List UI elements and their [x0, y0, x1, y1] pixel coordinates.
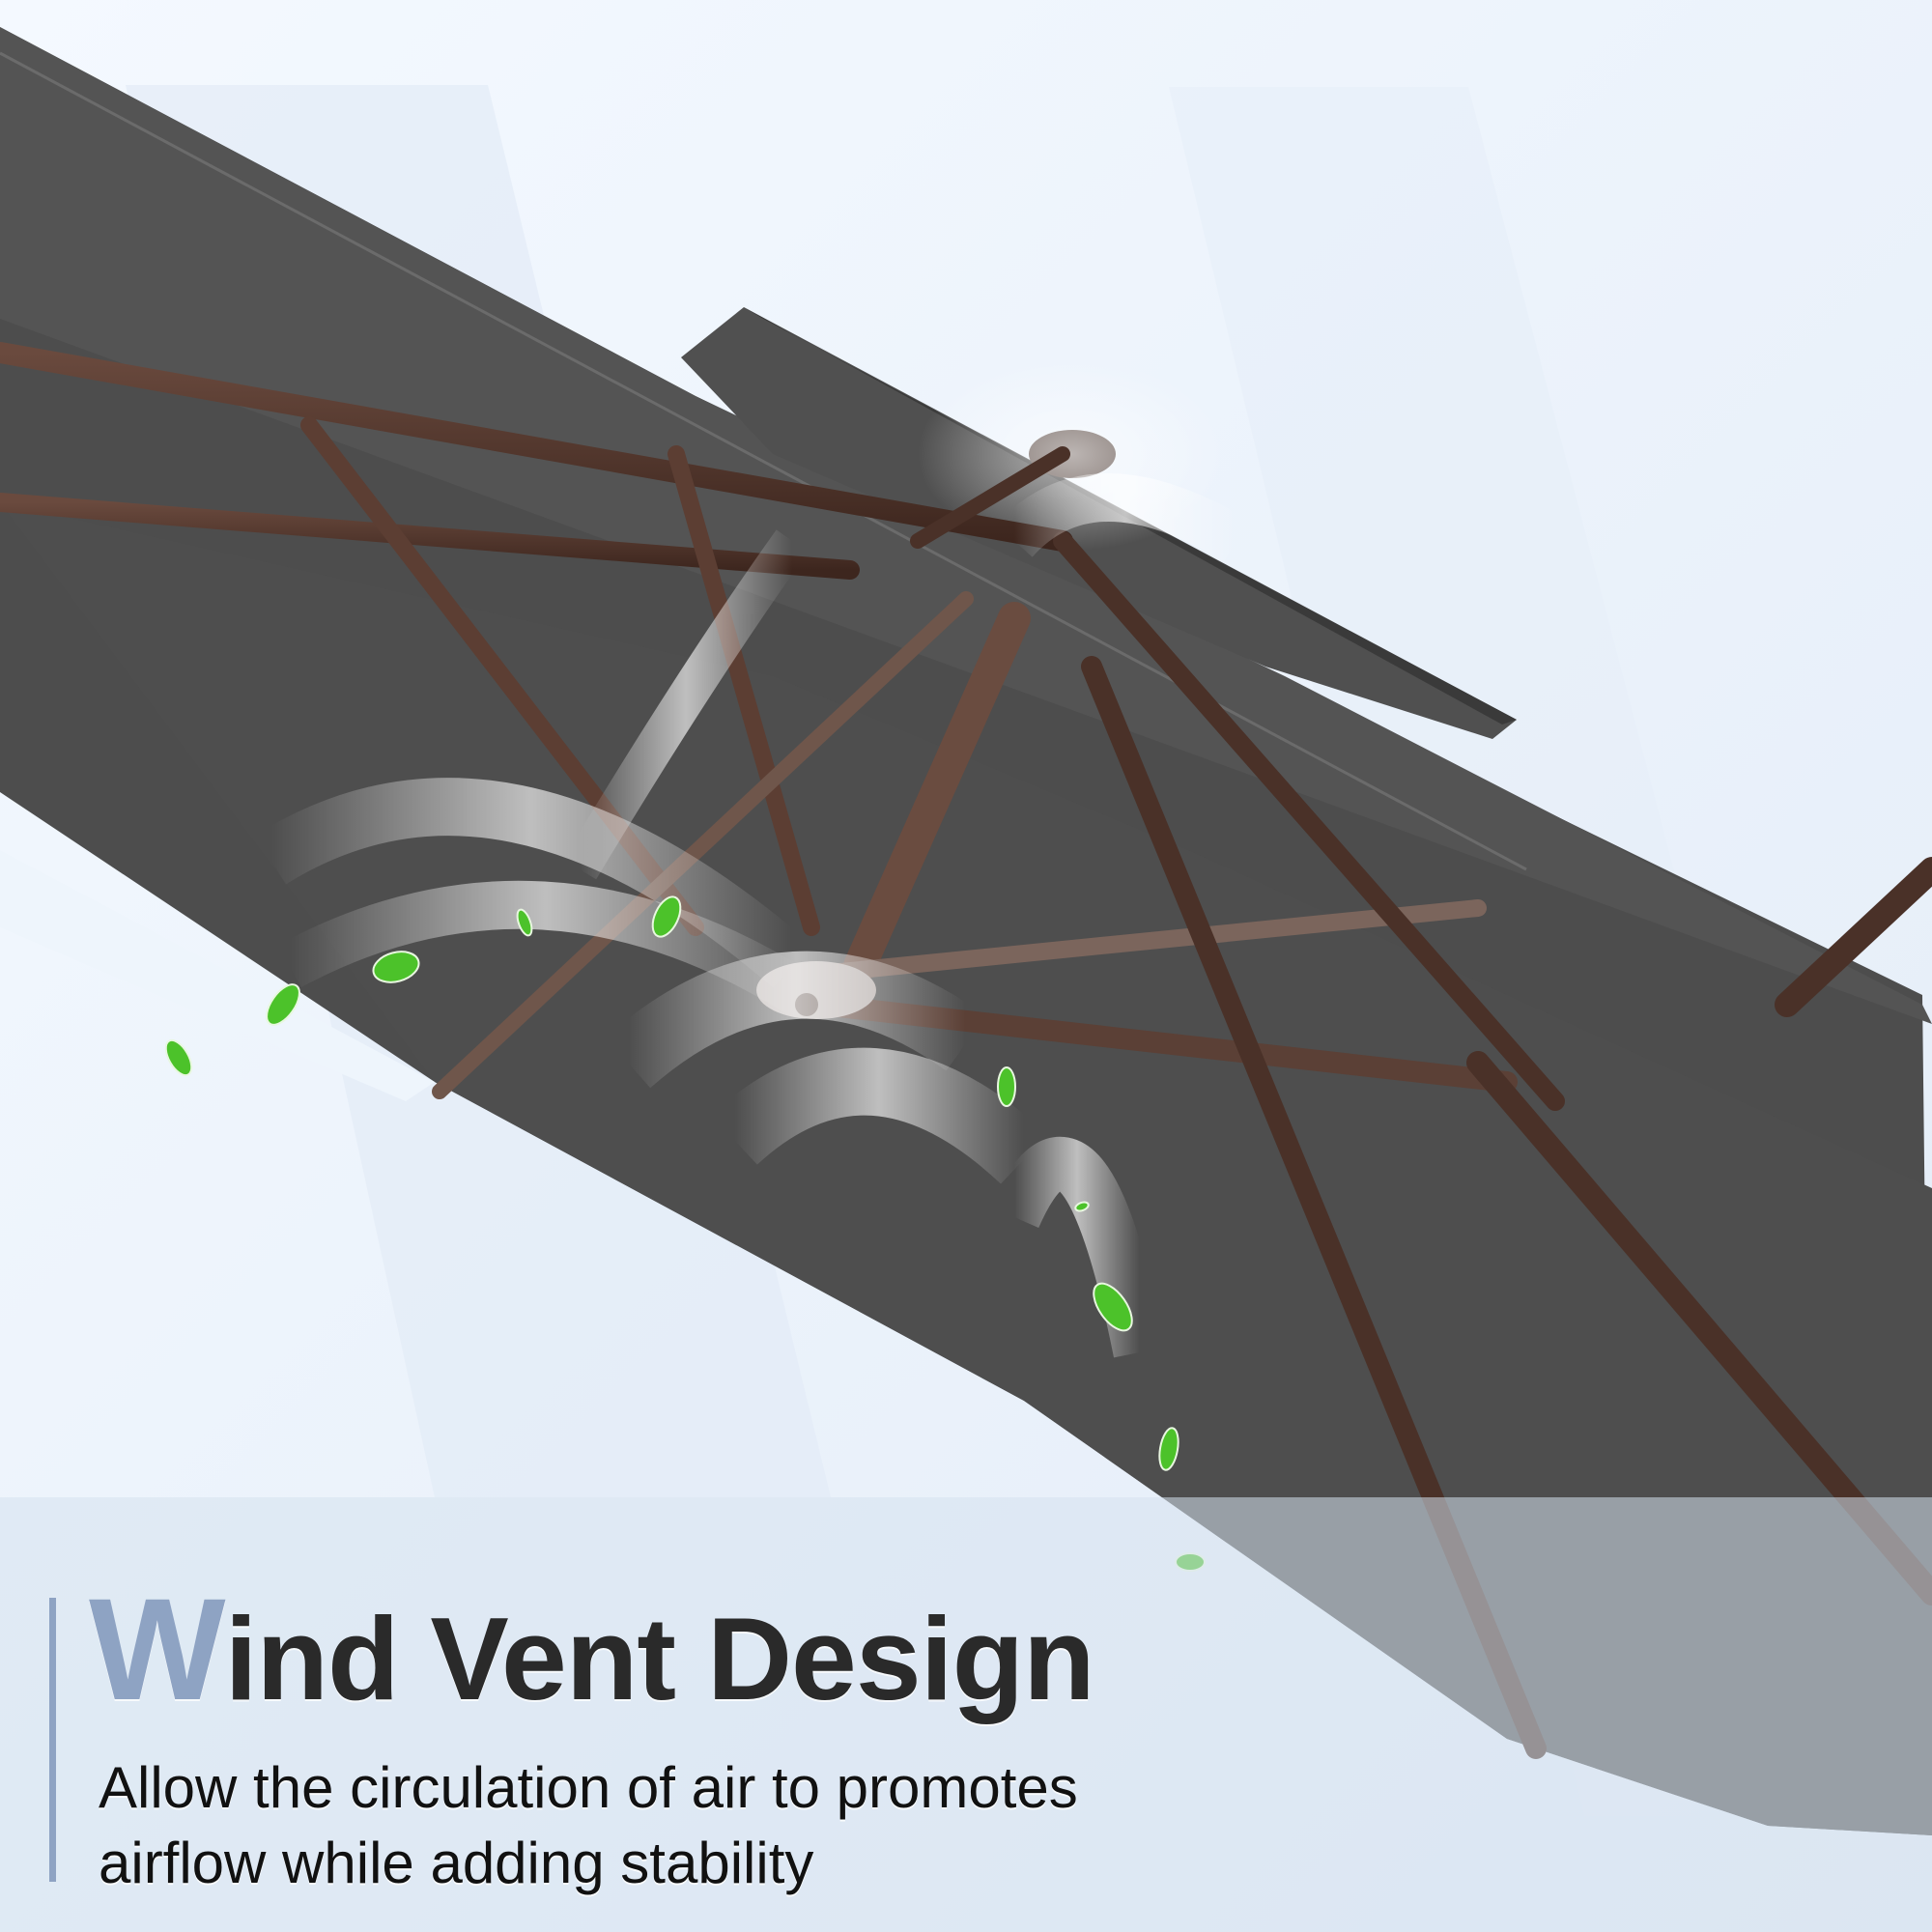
caption-panel	[0, 1497, 1932, 1932]
airflow-streaks-icon	[255, 473, 1249, 1358]
feature-description: Allow the circulation of air to promotes…	[99, 1750, 1078, 1901]
feature-title-rest: ind Vent Design	[224, 1593, 1095, 1724]
feature-description-line-1: Allow the circulation of air to promotes	[99, 1755, 1078, 1820]
feature-title: Wind Vent Design	[89, 1577, 1095, 1724]
feature-title-initial: W	[89, 1568, 226, 1730]
feature-description-line-2: airflow while adding stability	[99, 1831, 814, 1895]
accent-bar	[49, 1598, 56, 1882]
leaves-icon	[164, 895, 1206, 1572]
